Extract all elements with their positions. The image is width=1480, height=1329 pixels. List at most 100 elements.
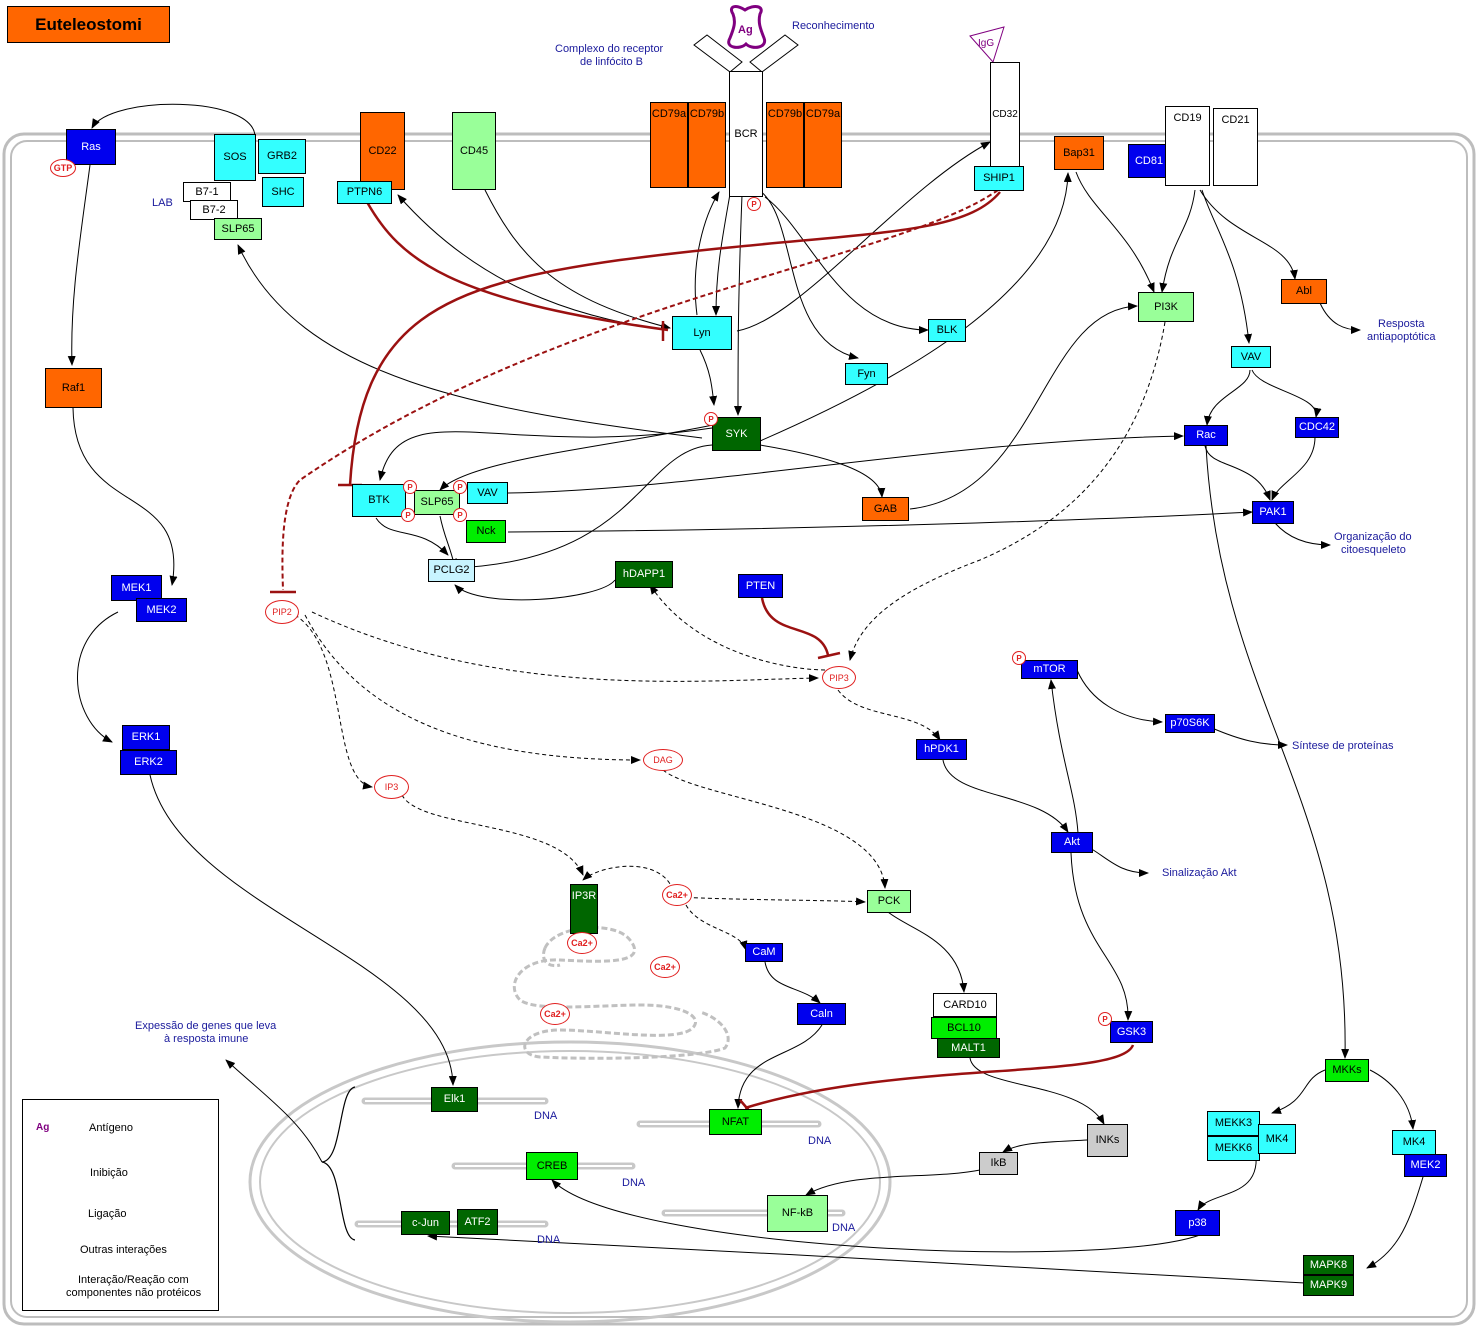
node-erk2[interactable]: ERK2	[120, 750, 177, 775]
node-inks[interactable]: INKs	[1087, 1124, 1128, 1157]
node-creb[interactable]: CREB	[526, 1152, 578, 1180]
node-pak1[interactable]: PAK1	[1252, 501, 1294, 524]
node-elk1[interactable]: Elk1	[431, 1087, 478, 1112]
node-card10[interactable]: CARD10	[933, 993, 997, 1017]
node-lyn[interactable]: Lyn	[672, 316, 732, 350]
node-mk4-right[interactable]: MK4	[1392, 1130, 1436, 1155]
node-nfat[interactable]: NFAT	[709, 1109, 762, 1135]
node-mtor[interactable]: mTOR	[1021, 660, 1078, 679]
node-blk[interactable]: BLK	[928, 319, 966, 342]
mol-pip2[interactable]: PIP2	[265, 600, 299, 624]
label-antiapop-2: antiapoptótica	[1367, 331, 1436, 343]
node-cd21[interactable]: CD21	[1213, 108, 1258, 186]
node-nck[interactable]: Nck	[466, 520, 506, 543]
node-cd79b-right[interactable]: CD79b	[766, 102, 804, 188]
node-b7-1[interactable]: B7-1	[183, 182, 231, 202]
node-syk[interactable]: SYK	[712, 417, 761, 451]
node-mek2-right[interactable]: MEK2	[1404, 1154, 1447, 1177]
node-ras[interactable]: Ras	[66, 129, 116, 165]
node-mekk3[interactable]: MEKK3	[1207, 1111, 1260, 1136]
bcr-arm-right	[749, 34, 799, 73]
igg-icon	[969, 26, 1005, 63]
ship1-pip2-inhibition	[281, 189, 999, 591]
node-mek2[interactable]: MEK2	[136, 598, 187, 622]
node-slp65[interactable]: SLP65	[414, 490, 460, 515]
node-cd45[interactable]: CD45	[452, 112, 496, 190]
node-mapk8[interactable]: MAPK8	[1303, 1255, 1354, 1275]
node-b7-2[interactable]: B7-2	[190, 200, 238, 220]
label-complexo-1: Complexo do receptor	[555, 43, 664, 55]
gene-brace	[321, 1086, 356, 1241]
node-cd19[interactable]: CD19	[1165, 106, 1210, 186]
node-akt[interactable]: Akt	[1051, 832, 1093, 853]
node-cd22[interactable]: CD22	[360, 112, 405, 190]
node-pck[interactable]: PCK	[867, 890, 911, 913]
bcr-arm-left	[693, 34, 743, 73]
node-gsk3[interactable]: GSK3	[1110, 1021, 1153, 1043]
label-sintese: Síntese de proteínas	[1292, 740, 1394, 752]
node-vav[interactable]: VAV	[467, 482, 508, 504]
label-expressao-1: Expessão de genes que leva	[135, 1020, 277, 1032]
mol-gtp[interactable]: GTP	[50, 159, 76, 177]
node-shc[interactable]: SHC	[262, 177, 304, 207]
node-cd32[interactable]: CD32	[990, 62, 1020, 168]
mol-ca-3[interactable]: Ca2+	[650, 956, 680, 978]
node-pten[interactable]: PTEN	[738, 574, 783, 598]
node-cd81[interactable]: CD81	[1128, 144, 1170, 178]
mol-ca-2[interactable]: Ca2+	[567, 932, 597, 954]
node-pi3k[interactable]: PI3K	[1138, 292, 1194, 322]
phospho-syk: P	[704, 412, 718, 426]
node-cd79a-right[interactable]: CD79a	[804, 102, 842, 188]
igg-label: IgG	[978, 38, 995, 49]
mol-ca-4[interactable]: Ca2+	[540, 1003, 570, 1025]
node-cam[interactable]: CaM	[745, 943, 783, 962]
label-lab: LAB	[152, 197, 173, 209]
phospho-btk-bottom: P	[401, 508, 415, 522]
node-malt1[interactable]: MALT1	[937, 1038, 1000, 1058]
node-nfkb[interactable]: NF-kB	[767, 1195, 828, 1232]
node-cd79a-left[interactable]: CD79a	[650, 102, 688, 188]
node-cjun[interactable]: c-Jun	[401, 1211, 450, 1235]
node-vav-right[interactable]: VAV	[1231, 346, 1271, 368]
node-ship1[interactable]: SHIP1	[974, 166, 1024, 191]
node-raf1[interactable]: Raf1	[45, 368, 102, 408]
label-citoesq-2: citoesqueleto	[1341, 544, 1406, 556]
phospho-btk-top: P	[403, 480, 417, 494]
node-p70s6k[interactable]: p70S6K	[1165, 714, 1215, 733]
mol-ca-1[interactable]: Ca2+	[662, 884, 692, 906]
node-mkks[interactable]: MKKs	[1325, 1059, 1369, 1082]
mol-pip3[interactable]: PIP3	[822, 666, 856, 689]
endoplasmic-reticulum	[512, 926, 730, 1060]
node-btk[interactable]: BTK	[352, 484, 406, 517]
node-caln[interactable]: Caln	[797, 1003, 846, 1025]
node-grb2[interactable]: GRB2	[258, 139, 306, 174]
node-cdc42[interactable]: CDC42	[1295, 417, 1339, 438]
phospho-gsk3: P	[1098, 1012, 1112, 1026]
node-pclg2[interactable]: PCLG2	[428, 559, 475, 582]
node-ip3r[interactable]: IP3R	[570, 884, 598, 934]
node-mekk6[interactable]: MEKK6	[1207, 1136, 1260, 1161]
mol-ip3[interactable]: IP3	[374, 775, 409, 799]
node-atf2[interactable]: ATF2	[457, 1209, 498, 1235]
node-hpdk1[interactable]: hPDK1	[916, 739, 967, 760]
mol-dag[interactable]: DAG	[643, 749, 683, 771]
node-rac[interactable]: Rac	[1184, 425, 1228, 446]
node-bap31[interactable]: Bap31	[1054, 136, 1104, 170]
node-slp65-membrane[interactable]: SLP65	[214, 218, 262, 240]
node-bcl10[interactable]: BCL10	[931, 1017, 997, 1039]
node-ikb[interactable]: IkB	[979, 1152, 1018, 1175]
node-p38[interactable]: p38	[1175, 1210, 1220, 1236]
node-fyn[interactable]: Fyn	[845, 363, 888, 385]
node-erk1[interactable]: ERK1	[122, 725, 170, 750]
node-abl[interactable]: Abl	[1281, 279, 1327, 304]
node-sos[interactable]: SOS	[214, 134, 256, 181]
label-dna-5: DNA	[537, 1234, 561, 1246]
node-cd79b-left[interactable]: CD79b	[688, 102, 726, 188]
node-hdapp1[interactable]: hDAPP1	[615, 561, 673, 588]
node-mk4-left[interactable]: MK4	[1258, 1124, 1296, 1154]
node-mapk9[interactable]: MAPK9	[1303, 1275, 1354, 1296]
legend-antigen: Antígeno	[89, 1122, 134, 1134]
node-gab[interactable]: GAB	[862, 497, 909, 521]
node-ptpn6[interactable]: PTPN6	[337, 181, 392, 204]
node-bcr[interactable]: BCR	[729, 71, 763, 197]
